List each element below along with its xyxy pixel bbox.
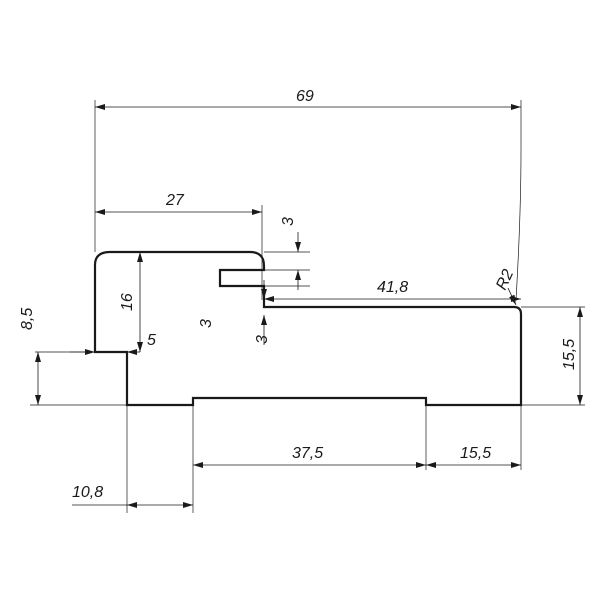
label-right-top-length: 41,8 [377,279,408,296]
label-left-height: 8,5 [19,308,36,330]
dimension-lines [35,104,583,508]
label-bottom-right: 15,5 [460,445,491,462]
label-step-depth: 3 [254,335,271,344]
label-head-height: 16 [119,293,136,311]
profile-outline [93,250,523,407]
extension-lines [30,100,585,513]
label-lip-width: 5 [147,332,156,349]
label-top-width: 27 [165,192,185,209]
dim-radius-leader [507,287,517,306]
label-overall-width: 69 [296,88,314,105]
label-right-height: 15,5 [561,339,578,370]
label-bottom-left: 10,8 [72,484,103,501]
dimension-labels: 69 27 3 3 3 41,8 R2 16 5 8,5 15,5 37,5 1… [19,88,578,501]
label-groove-top: 3 [280,217,297,226]
label-groove-bottom: 3 [198,319,215,328]
label-corner-radius: R2 [493,267,517,293]
label-bottom-recess: 37,5 [292,445,323,462]
